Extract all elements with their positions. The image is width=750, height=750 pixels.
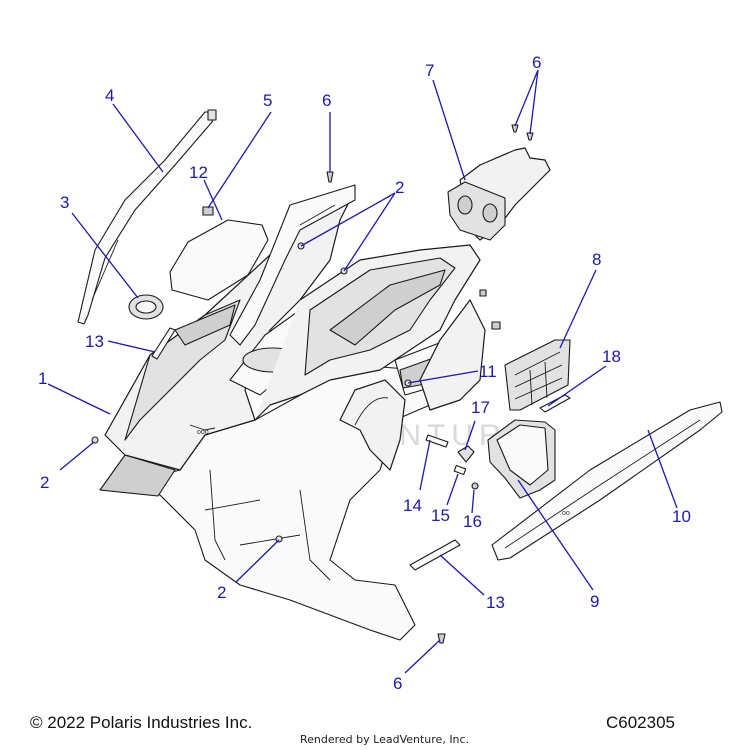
part-5-clip — [202, 206, 214, 216]
leader-lines — [47, 69, 678, 674]
callout-9: 9 — [590, 592, 599, 611]
part-2-fastener — [91, 436, 99, 444]
part-clip — [479, 289, 487, 297]
callout-2-left: 2 — [40, 473, 49, 492]
part-14-pin — [425, 434, 449, 448]
callout-6-bottom: 6 — [393, 674, 402, 693]
part-17-clip — [457, 445, 475, 463]
callout-8: 8 — [592, 250, 601, 269]
part-clip — [491, 321, 501, 330]
callout-13-bottom: 13 — [486, 593, 505, 612]
callout-6-top: 6 — [322, 91, 331, 110]
callout-18: 18 — [602, 347, 621, 366]
callout-4: 4 — [105, 86, 114, 105]
callout-6-right: 6 — [532, 53, 541, 72]
part-7-bracket — [447, 147, 551, 241]
callout-13-left: 13 — [85, 332, 104, 351]
callout-10: 10 — [672, 507, 691, 526]
part-4-trim-strip — [77, 109, 217, 325]
diagram-code: C602305 — [606, 713, 676, 732]
callout-7: 7 — [425, 61, 434, 80]
part-12-pad — [169, 219, 269, 301]
callout-11: 11 — [479, 362, 497, 381]
svg-text:oo: oo — [562, 510, 570, 517]
rendered-by-notice: Rendered by LeadVenture, Inc. — [300, 733, 470, 746]
callout-3: 3 — [60, 193, 69, 212]
part-16-nut — [471, 482, 479, 490]
callout-14: 14 — [403, 496, 422, 515]
callout-5: 5 — [263, 91, 272, 110]
part-6-screw — [511, 124, 519, 133]
part-8-vent-grille — [504, 339, 571, 411]
copyright-notice: © 2022 Polaris Industries Inc. — [30, 713, 253, 732]
part-6-screw — [526, 132, 534, 141]
svg-text:ooo: ooo — [197, 429, 209, 436]
callout-2-bottom: 2 — [217, 583, 226, 602]
callout-17: 17 — [471, 398, 490, 417]
part-15-sleeve — [453, 464, 467, 476]
part-2-fastener — [275, 535, 283, 543]
callout-1: 1 — [38, 369, 47, 388]
part-main-body-panel: ooo — [99, 184, 486, 641]
part-9-side-cover — [487, 419, 556, 499]
callout-12: 12 — [189, 163, 208, 182]
callout-2-top: 2 — [395, 178, 404, 197]
part-13-rods — [151, 327, 461, 571]
part-10-long-panel: oo — [491, 401, 723, 561]
part-6-screw — [326, 171, 334, 183]
part-3-ring — [128, 294, 164, 320]
callout-labels: 1 2 2 2 3 4 5 6 6 6 7 8 9 10 11 12 13 13… — [38, 53, 691, 693]
callout-15: 15 — [431, 506, 450, 525]
callout-16: 16 — [463, 512, 482, 531]
